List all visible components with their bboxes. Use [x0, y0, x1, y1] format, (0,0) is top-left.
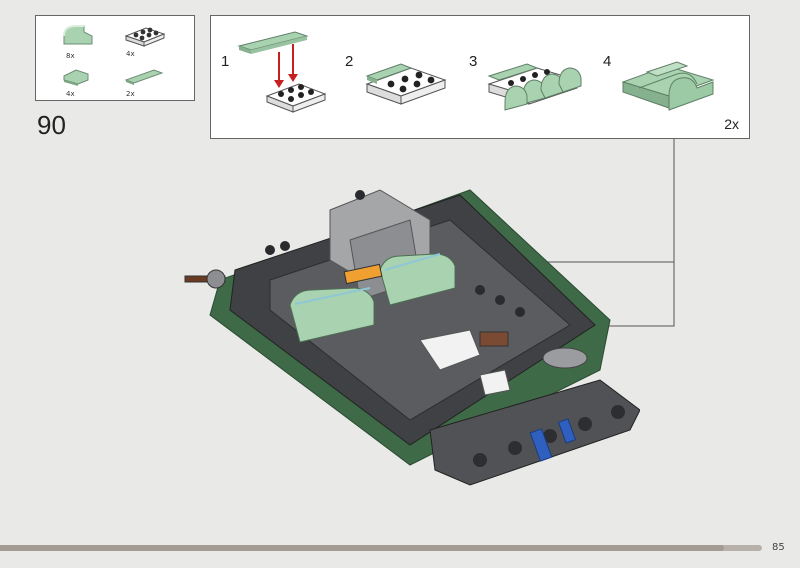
part-qty: 4x	[66, 90, 75, 98]
part-qty: 4x	[126, 50, 135, 58]
step-number: 90	[37, 110, 66, 140]
substep-number: 3	[469, 53, 478, 70]
multiplier-label: 2x	[724, 116, 739, 132]
substep-3-illustration	[487, 63, 582, 111]
main-model-illustration	[184, 189, 640, 486]
substep-number: 1	[221, 53, 230, 70]
tile-corner-icon	[63, 69, 89, 86]
part-qty: 2x	[126, 90, 135, 98]
part-tile-corner: 4x	[58, 62, 118, 100]
part-qty: 8x	[66, 52, 75, 60]
page-number: 85	[772, 542, 785, 553]
substep-number: 2	[345, 53, 354, 70]
progress-bar-fill	[0, 545, 724, 551]
sub-assembly-box: 1 2 3 4	[210, 15, 750, 139]
part-plate: 4x	[122, 20, 182, 58]
substep-4-illustration	[621, 61, 715, 111]
substep-number: 4	[603, 53, 612, 70]
substep-2-illustration	[365, 63, 447, 105]
parts-list: 8x 4x 4x 2x	[35, 15, 195, 101]
part-curved-slope: 8x	[58, 22, 118, 60]
tile-icon	[124, 69, 164, 85]
substep-1-illustration	[237, 31, 327, 113]
progress-bar	[0, 545, 762, 551]
plate-icon	[124, 27, 166, 47]
part-tile: 2x	[122, 62, 182, 100]
curved-slope-icon	[63, 25, 93, 45]
